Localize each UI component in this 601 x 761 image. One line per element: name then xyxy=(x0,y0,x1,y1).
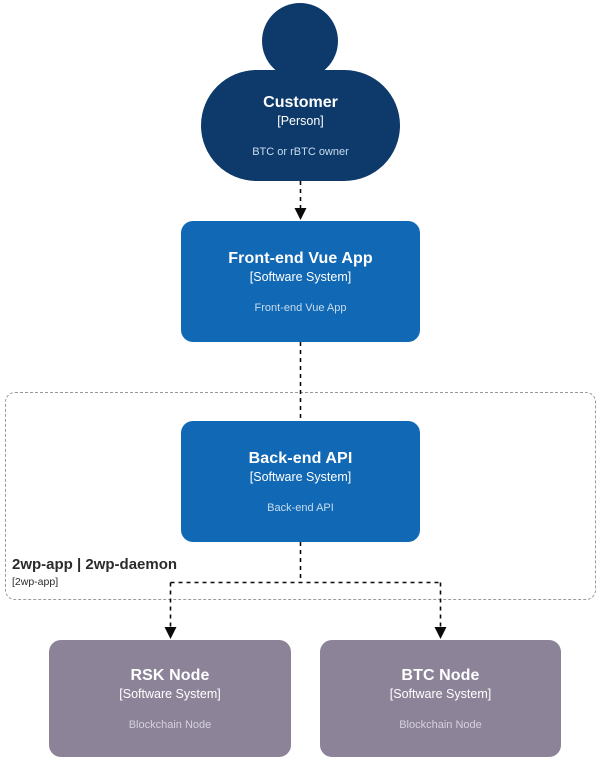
node-rsk-node[interactable]: RSK Node [Software System] Blockchain No… xyxy=(49,640,291,757)
arrowhead-icon xyxy=(164,627,177,639)
front-end-vue-app-tech: [Software System] xyxy=(249,269,352,284)
rsk-node-description: Blockchain Node xyxy=(128,718,212,731)
btc-node-tech: [Software System] xyxy=(389,686,492,701)
btc-node-description: Blockchain Node xyxy=(399,718,482,731)
boundary-type: [2wp-app] xyxy=(12,576,59,588)
back-end-api-title: Back-end API xyxy=(248,449,353,467)
customer-head-icon xyxy=(262,3,338,79)
rsk-node-tech: [Software System] xyxy=(119,686,221,701)
node-btc-node[interactable]: BTC Node [Software System] Blockchain No… xyxy=(320,640,561,757)
boundary-name: 2wp-app | 2wp-daemon xyxy=(12,556,178,573)
customer-title: Customer xyxy=(263,93,338,111)
arrowhead-icon xyxy=(434,627,447,639)
node-customer[interactable]: Customer [Person] BTC or rBTC owner xyxy=(201,70,400,181)
node-front-end-vue-app[interactable]: Front-end Vue App [Software System] Fron… xyxy=(181,221,420,342)
back-end-api-description: Back-end API xyxy=(267,501,334,514)
back-end-api-tech: [Software System] xyxy=(249,469,352,484)
front-end-vue-app-title: Front-end Vue App xyxy=(228,249,373,267)
front-end-vue-app-description: Front-end Vue App xyxy=(254,301,347,314)
edge-customer-to-frontend xyxy=(294,181,307,220)
customer-tech: [Person] xyxy=(277,113,324,128)
node-back-end-api[interactable]: Back-end API [Software System] Back-end … xyxy=(181,421,420,542)
btc-node-title: BTC Node xyxy=(401,666,480,684)
boundary-label: 2wp-app | 2wp-daemon [2wp-app] xyxy=(12,555,332,589)
customer-description: BTC or rBTC owner xyxy=(252,145,349,158)
rsk-node-title: RSK Node xyxy=(130,666,210,684)
arrowhead-icon xyxy=(294,208,307,220)
